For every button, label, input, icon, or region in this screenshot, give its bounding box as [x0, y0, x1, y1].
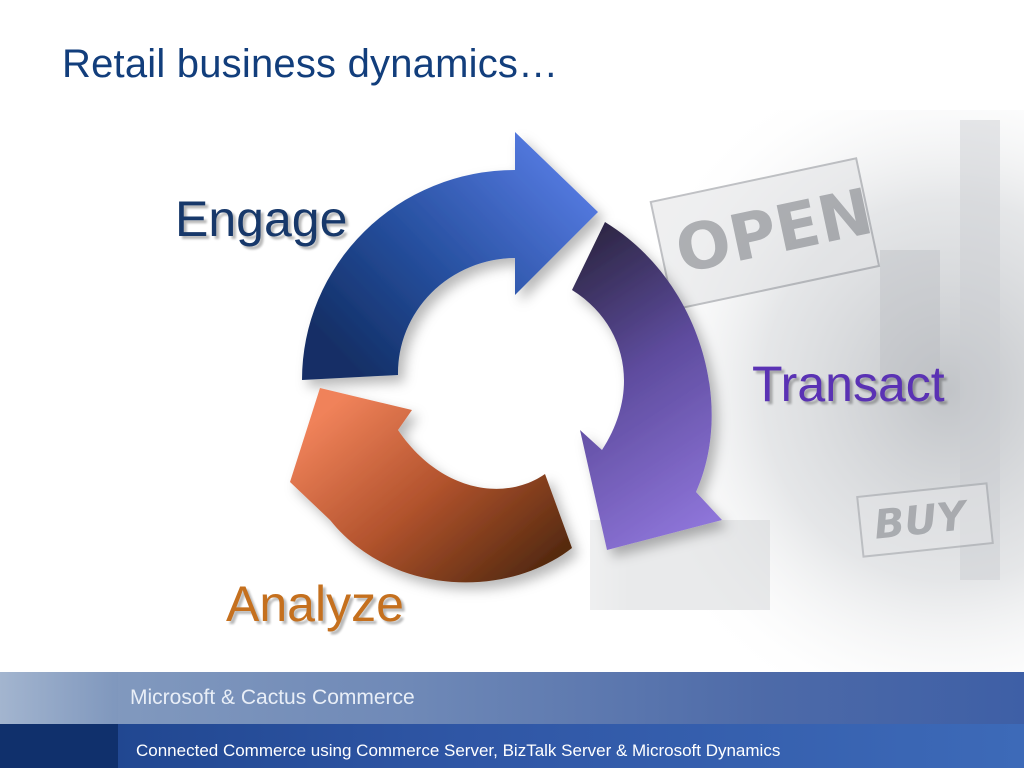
footer-top-left-block	[0, 672, 118, 724]
cycle-diagram	[290, 132, 722, 583]
stage-label-transact: Transact	[752, 356, 945, 412]
transact-arrow	[572, 222, 722, 550]
stage-label-engage: Engage	[175, 191, 348, 247]
slide-title: Retail business dynamics…	[62, 42, 559, 86]
footer-bottom-left-block	[0, 724, 118, 768]
footer-product-line: Connected Commerce using Commerce Server…	[136, 741, 781, 760]
footer-organization: Microsoft & Cactus Commerce	[130, 686, 415, 709]
footer-band-top	[0, 672, 1024, 724]
stage-label-analyze: Analyze	[226, 576, 404, 632]
engage-arrow	[302, 132, 598, 380]
analyze-arrow	[290, 388, 572, 583]
footer-band-bottom	[0, 724, 1024, 768]
